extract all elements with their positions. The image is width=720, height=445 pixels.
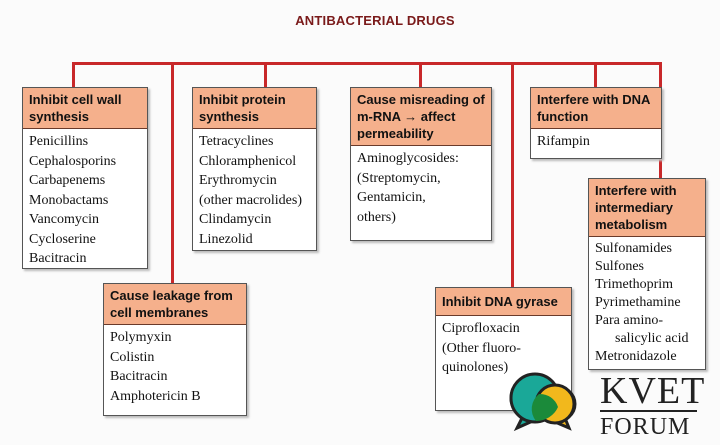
drug-item: salicylic acid xyxy=(615,331,689,346)
watermark-divider xyxy=(600,410,697,412)
drug-item: Sulfones xyxy=(595,259,644,274)
drug-item: Carbapenems xyxy=(29,173,106,188)
drug-item: Penicillins xyxy=(29,134,89,149)
box-header: Inhibit DNA gyrase xyxy=(436,288,571,316)
drug-item: Cephalosporins xyxy=(29,153,117,169)
connector xyxy=(419,62,422,88)
box-header: Cause misreading of m-RNA → affect perme… xyxy=(351,88,491,146)
chat-bubbles-logo-icon xyxy=(509,372,577,432)
drug-item: Pyrimethamine xyxy=(595,295,681,310)
drug-item: Linezolid xyxy=(199,231,253,247)
drug-item: Sulfonamides xyxy=(595,241,672,256)
drug-item: Amphotericin B xyxy=(110,388,201,404)
connector xyxy=(72,62,75,88)
box-header: Interfere with intermediary metabolism xyxy=(589,179,705,237)
connector xyxy=(511,62,514,288)
drug-item: Chloramphenicol xyxy=(199,153,297,169)
connector-horizontal xyxy=(72,62,662,65)
drug-item: Vancomycin xyxy=(29,212,99,227)
connector xyxy=(264,62,267,88)
drug-item: (other macrolides) xyxy=(199,192,303,208)
box-membrane: Cause leakage from cell membranes Polymy… xyxy=(103,283,247,416)
drug-item: Rifampin xyxy=(537,134,590,149)
drug-item: Metronidazole xyxy=(595,349,677,364)
drug-item: others) xyxy=(357,209,396,225)
drug-item: Erythromycin xyxy=(199,173,277,188)
box-dna-function: Interfere with DNA function Rifampin xyxy=(530,87,662,159)
drug-item: Monobactams xyxy=(29,192,109,208)
watermark-name: KVET xyxy=(600,370,706,412)
drug-item: (Other fluoro- xyxy=(442,340,521,356)
box-mrna: Cause misreading of m-RNA → affect perme… xyxy=(350,87,492,241)
drug-item: Para amino- xyxy=(595,313,664,328)
drug-item: Clindamycin xyxy=(199,212,272,227)
drug-item: (Streptomycin, xyxy=(357,170,441,186)
drug-item: Polymyxin xyxy=(110,330,172,345)
box-header: Inhibit protein synthesis xyxy=(193,88,316,129)
box-header: Interfere with DNA function xyxy=(531,88,661,129)
drug-item: Cycloserine xyxy=(29,231,96,247)
drug-item: Trimethoprim xyxy=(595,277,674,292)
connector xyxy=(594,62,597,88)
drug-item: Aminoglycosides: xyxy=(357,151,459,166)
box-header: Inhibit cell wall synthesis xyxy=(23,88,147,129)
connector xyxy=(171,62,174,284)
drug-item: Tetracyclines xyxy=(199,134,274,149)
drug-item: quinolones) xyxy=(442,360,509,375)
drug-item: Ciprofloxacin xyxy=(442,321,520,336)
drug-item: Colistin xyxy=(110,349,155,365)
watermark-sub: FORUM xyxy=(600,414,691,440)
diagram-title: ANTIBACTERIAL DRUGS xyxy=(295,13,455,28)
drug-item: Gentamicin, xyxy=(357,190,426,205)
box-metabolism: Interfere with intermediary metabolism S… xyxy=(588,178,706,370)
box-header: Cause leakage from cell membranes xyxy=(104,284,246,325)
drug-item: Bacitracin xyxy=(29,251,87,266)
drug-item: Bacitracin xyxy=(110,369,168,384)
